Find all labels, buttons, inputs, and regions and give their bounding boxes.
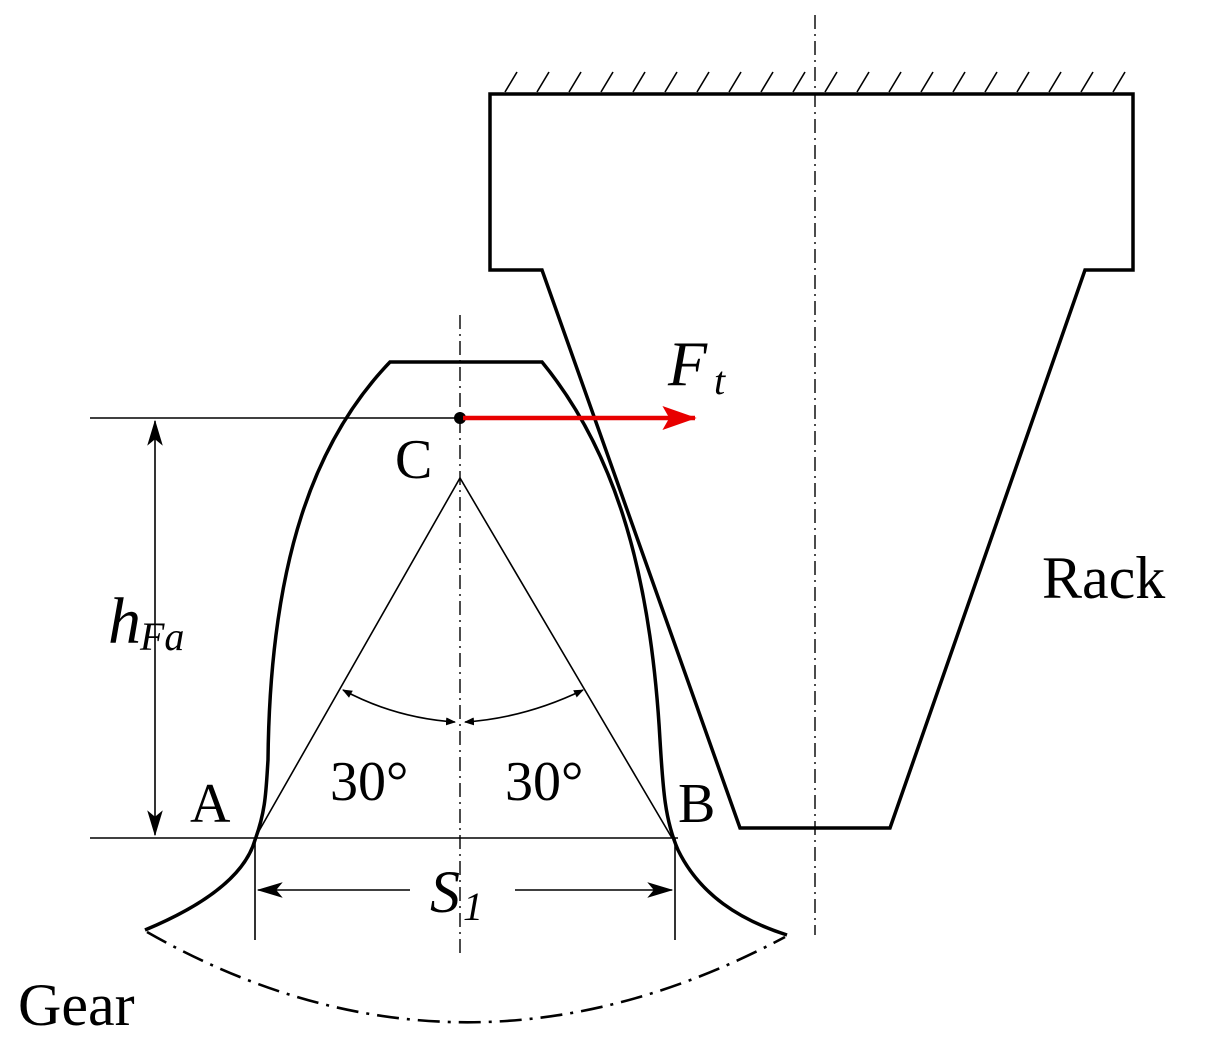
label-width: S 1 — [430, 859, 483, 929]
label-force-main: F — [667, 328, 708, 399]
hatch-mark — [984, 71, 998, 93]
gear-tooth-outline — [144, 360, 788, 937]
hatch-mark — [600, 71, 614, 93]
hatch-mark — [664, 71, 678, 93]
hatch-mark — [760, 71, 774, 93]
hatch-mark — [728, 71, 742, 93]
label-gear: Gear — [18, 972, 135, 1038]
hatch-mark — [888, 71, 902, 93]
label-force-sub: t — [714, 358, 726, 403]
label-width-sub: 1 — [463, 884, 483, 929]
label-angle-left: 30° — [330, 751, 408, 813]
hatch-mark — [1016, 71, 1030, 93]
hatch-mark — [1112, 71, 1126, 93]
label-angle-right: 30° — [505, 751, 583, 813]
label-height: h Fa — [108, 585, 184, 659]
hatch-mark — [1080, 71, 1094, 93]
label-rack: Rack — [1042, 545, 1165, 611]
hatch-mark — [504, 71, 518, 93]
hatch-mark — [920, 71, 934, 93]
hatch-mark — [568, 71, 582, 93]
hatch-mark — [1048, 71, 1062, 93]
label-point-b: B — [678, 773, 715, 835]
label-point-c: C — [395, 429, 432, 491]
hatch-mark — [856, 71, 870, 93]
hatch-mark — [536, 71, 550, 93]
label-force: F t — [667, 328, 726, 403]
rack-outline — [488, 92, 1135, 830]
hatch-mark — [824, 71, 838, 93]
label-width-main: S — [430, 859, 460, 925]
fixed-support-hatching — [490, 71, 1133, 95]
angle-arc-right — [464, 689, 584, 726]
point-c-dot — [454, 412, 466, 424]
hatch-mark — [952, 71, 966, 93]
hatch-mark — [792, 71, 806, 93]
thirty-degree-triangle — [254, 476, 673, 839]
label-point-a: A — [190, 773, 231, 835]
hatch-mark — [696, 71, 710, 93]
label-height-main: h — [108, 585, 141, 658]
hatch-mark — [632, 71, 646, 93]
label-height-sub: Fa — [139, 614, 184, 659]
gear-root-circle — [146, 930, 786, 1024]
angle-arc-left — [342, 689, 456, 726]
